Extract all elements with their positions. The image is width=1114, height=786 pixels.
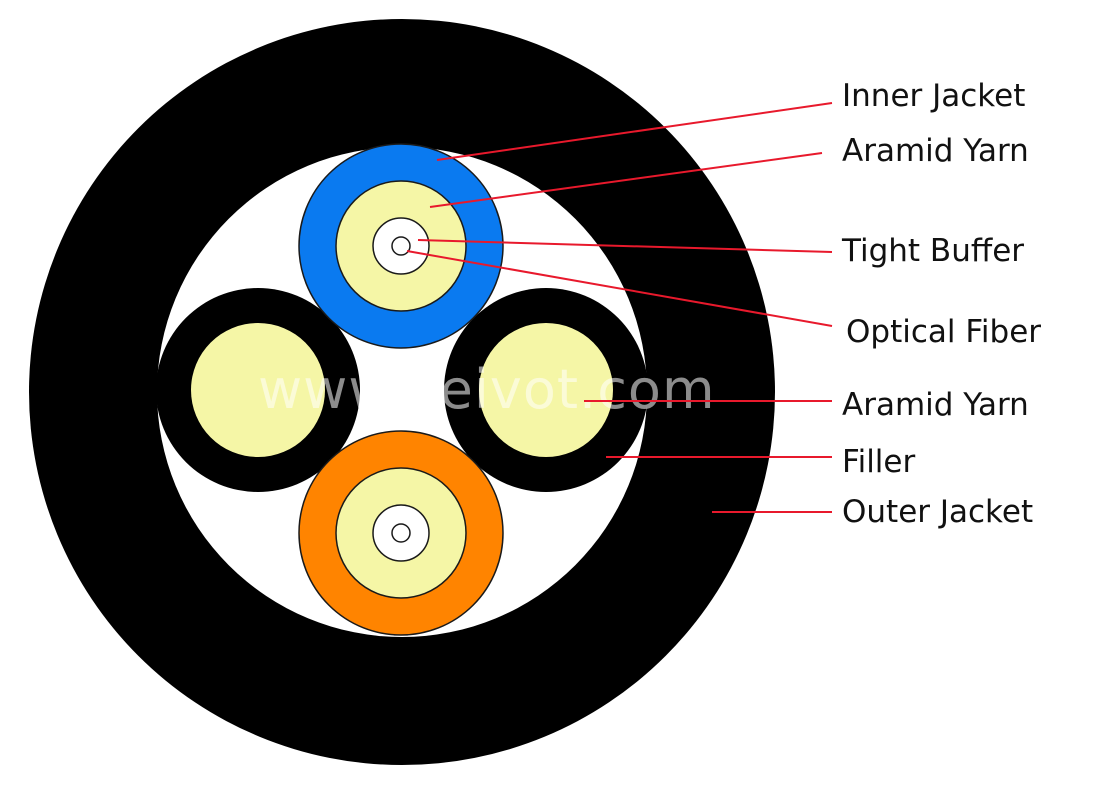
label-outer-jacket: Outer Jacket — [842, 494, 1033, 530]
subunit-bottom — [298, 430, 504, 636]
optical-fiber-bottom — [391, 523, 411, 543]
leader-lines — [406, 102, 833, 513]
label-optical-fiber: Optical Fiber — [846, 314, 1041, 350]
optical-fiber-top — [391, 236, 411, 256]
label-aramid-yarn-mid: Aramid Yarn — [842, 387, 1029, 423]
filler-right — [444, 288, 648, 492]
cable-core-space — [157, 147, 647, 637]
filler-left — [156, 288, 360, 492]
leader-aramid-yarn-top — [429, 152, 823, 208]
label-filler: Filler — [842, 444, 915, 480]
filler-right-yarn — [479, 323, 613, 457]
leader-tight-buffer — [417, 239, 833, 253]
watermark: www.veivot.com — [258, 358, 716, 421]
filler-left-yarn — [191, 323, 325, 457]
label-tight-buffer: Tight Buffer — [841, 233, 1024, 269]
leader-optical-fiber — [406, 250, 833, 327]
subunit-top — [298, 143, 504, 349]
label-aramid-yarn-top: Aramid Yarn — [842, 133, 1029, 169]
leader-inner-jacket — [436, 102, 833, 161]
label-inner-jacket: Inner Jacket — [842, 78, 1025, 114]
